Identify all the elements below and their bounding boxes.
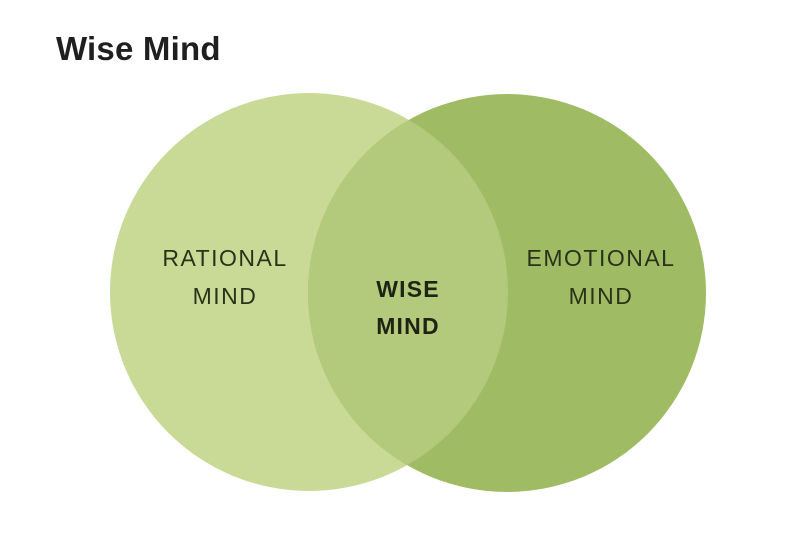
page-title: Wise Mind [56, 30, 221, 67]
emotional-mind-label-line1: EMOTIONAL [527, 245, 676, 271]
wise-mind-label-line1: WISE [376, 276, 440, 302]
wise-mind-label-line2: MIND [376, 313, 440, 339]
rational-mind-label-line1: RATIONAL [162, 245, 287, 271]
rational-mind-label-line2: MIND [193, 283, 258, 309]
wise-mind-overlap-region [308, 94, 508, 491]
emotional-mind-label-line2: MIND [569, 283, 634, 309]
